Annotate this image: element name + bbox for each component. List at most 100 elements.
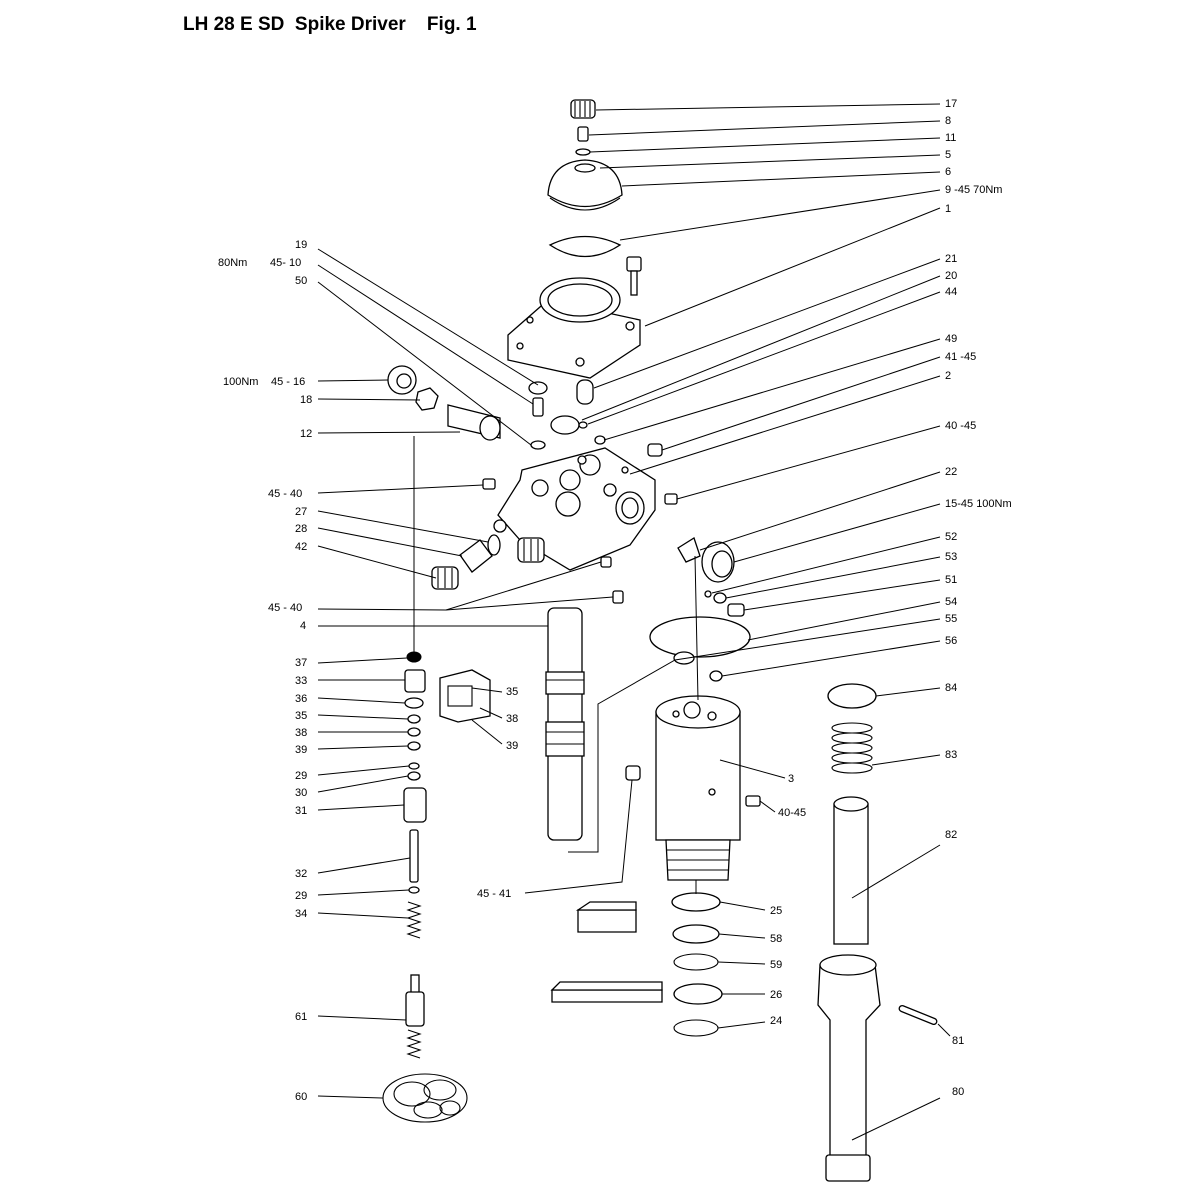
part-29b-ring — [408, 886, 420, 894]
part-40-plug — [664, 493, 678, 505]
part-12-valve — [447, 404, 501, 441]
part-33-sleeve — [404, 669, 426, 693]
part-49-oring — [594, 435, 606, 445]
part-drawings — [382, 99, 938, 1182]
callout-27: 27 — [295, 506, 307, 518]
callout-40: 40 -45 — [945, 420, 976, 432]
callout-39-middle: 39 — [506, 740, 518, 752]
part-55-seal — [673, 651, 695, 665]
part-83-spring — [831, 722, 873, 774]
part-44-oring — [578, 421, 588, 429]
callout-51: 51 — [945, 574, 957, 586]
part-9-diaphragm — [548, 235, 622, 258]
callout-4: 4 — [300, 620, 306, 632]
part-19-seal — [528, 381, 548, 395]
callout-100nm: 100Nm — [223, 376, 258, 388]
part-18-seal-ring — [415, 387, 439, 411]
part-82-tube — [833, 796, 869, 945]
callout-21: 21 — [945, 253, 957, 265]
part-1-bolt — [626, 256, 642, 296]
callout-29-b: 29 — [295, 890, 307, 902]
callout-1: 1 — [945, 203, 951, 215]
part-60-seal-kit — [382, 1073, 468, 1123]
callout-81: 81 — [952, 1035, 964, 1047]
callout-45-16: 45 - 16 — [271, 376, 305, 388]
callout-45-41: 45 - 41 — [477, 888, 511, 900]
part-42-knob — [431, 566, 459, 590]
callout-55: 55 — [945, 613, 957, 625]
callout-8: 8 — [945, 115, 951, 127]
callout-53: 53 — [945, 551, 957, 563]
part-valve-block — [439, 669, 491, 723]
leader-lines — [317, 103, 951, 1141]
part-34-spring — [406, 901, 422, 939]
part-21-seal — [576, 379, 594, 405]
part-25-ring — [671, 892, 721, 912]
callout-32: 32 — [295, 868, 307, 880]
part-50-washer — [530, 440, 546, 450]
part-51-screw — [727, 603, 745, 617]
callout-35-middle: 35 — [506, 686, 518, 698]
callout-33: 33 — [295, 675, 307, 687]
part-56-seal — [709, 670, 723, 682]
part-11-washer — [575, 148, 591, 156]
part-39-ring — [407, 741, 421, 751]
callout-35: 35 — [295, 710, 307, 722]
callout-36: 36 — [295, 693, 307, 705]
part-31-valve-body — [403, 787, 427, 823]
callout-26: 26 — [770, 989, 782, 1001]
callout-30: 30 — [295, 787, 307, 799]
part-36-washer — [404, 697, 424, 709]
callout-54: 54 — [945, 596, 957, 608]
part-4-piston — [545, 607, 585, 841]
callout-42: 42 — [295, 541, 307, 553]
callout-38: 38 — [295, 727, 307, 739]
callout-49: 49 — [945, 333, 957, 345]
part-81-pin — [898, 1004, 938, 1026]
callout-59: 59 — [770, 959, 782, 971]
callout-80nm: 80Nm — [218, 257, 247, 269]
callout-45-40-b: 45 - 40 — [268, 602, 302, 614]
part-61-valve-assembly — [405, 974, 425, 1059]
callout-31: 31 — [295, 805, 307, 817]
callout-25: 25 — [770, 905, 782, 917]
part-80-housing — [817, 954, 881, 1182]
part-45-plug-a — [482, 478, 496, 490]
callout-60: 60 — [295, 1091, 307, 1103]
part-45-plug-b — [600, 556, 612, 568]
part-24-circlip — [673, 1019, 719, 1037]
callout-61: 61 — [295, 1011, 307, 1023]
callout-2: 2 — [945, 370, 951, 382]
callout-83: 83 — [945, 749, 957, 761]
callout-37: 37 — [295, 657, 307, 669]
callout-40-45: 40-45 — [778, 807, 806, 819]
callout-labels-right: 17 8 11 5 6 9 -45 70Nm 1 21 20 44 49 41 … — [770, 98, 1012, 1098]
callout-52: 52 — [945, 531, 957, 543]
part-53-washer — [713, 592, 727, 604]
callout-82: 82 — [945, 829, 957, 841]
callout-50: 50 — [295, 275, 307, 287]
part-16-plug — [387, 365, 417, 395]
part-59-circlip — [673, 953, 719, 971]
callout-34: 34 — [295, 908, 307, 920]
part-32-pin — [409, 829, 419, 883]
part-35-ring — [407, 714, 421, 724]
part-41-fitting — [647, 443, 663, 457]
callout-20: 20 — [945, 270, 957, 282]
part-52-ball — [704, 590, 712, 598]
callout-labels-left: 19 80Nm 45- 10 50 100Nm 45 - 16 18 12 45… — [218, 239, 312, 1103]
callout-84: 84 — [945, 682, 957, 694]
callout-3: 3 — [788, 773, 794, 785]
callout-80: 80 — [952, 1086, 964, 1098]
callout-19: 19 — [295, 239, 307, 251]
callout-29: 29 — [295, 770, 307, 782]
part-30-ring — [407, 771, 421, 781]
part-45-plug-c — [612, 590, 624, 604]
callout-6: 6 — [945, 166, 951, 178]
part-top-housing — [507, 277, 641, 379]
page-title: LH 28 E SD Spike Driver Fig. 1 — [183, 14, 477, 35]
part-3-cylinder — [655, 695, 741, 881]
callout-5: 5 — [945, 149, 951, 161]
callout-15: 15-45 100Nm — [945, 498, 1012, 510]
